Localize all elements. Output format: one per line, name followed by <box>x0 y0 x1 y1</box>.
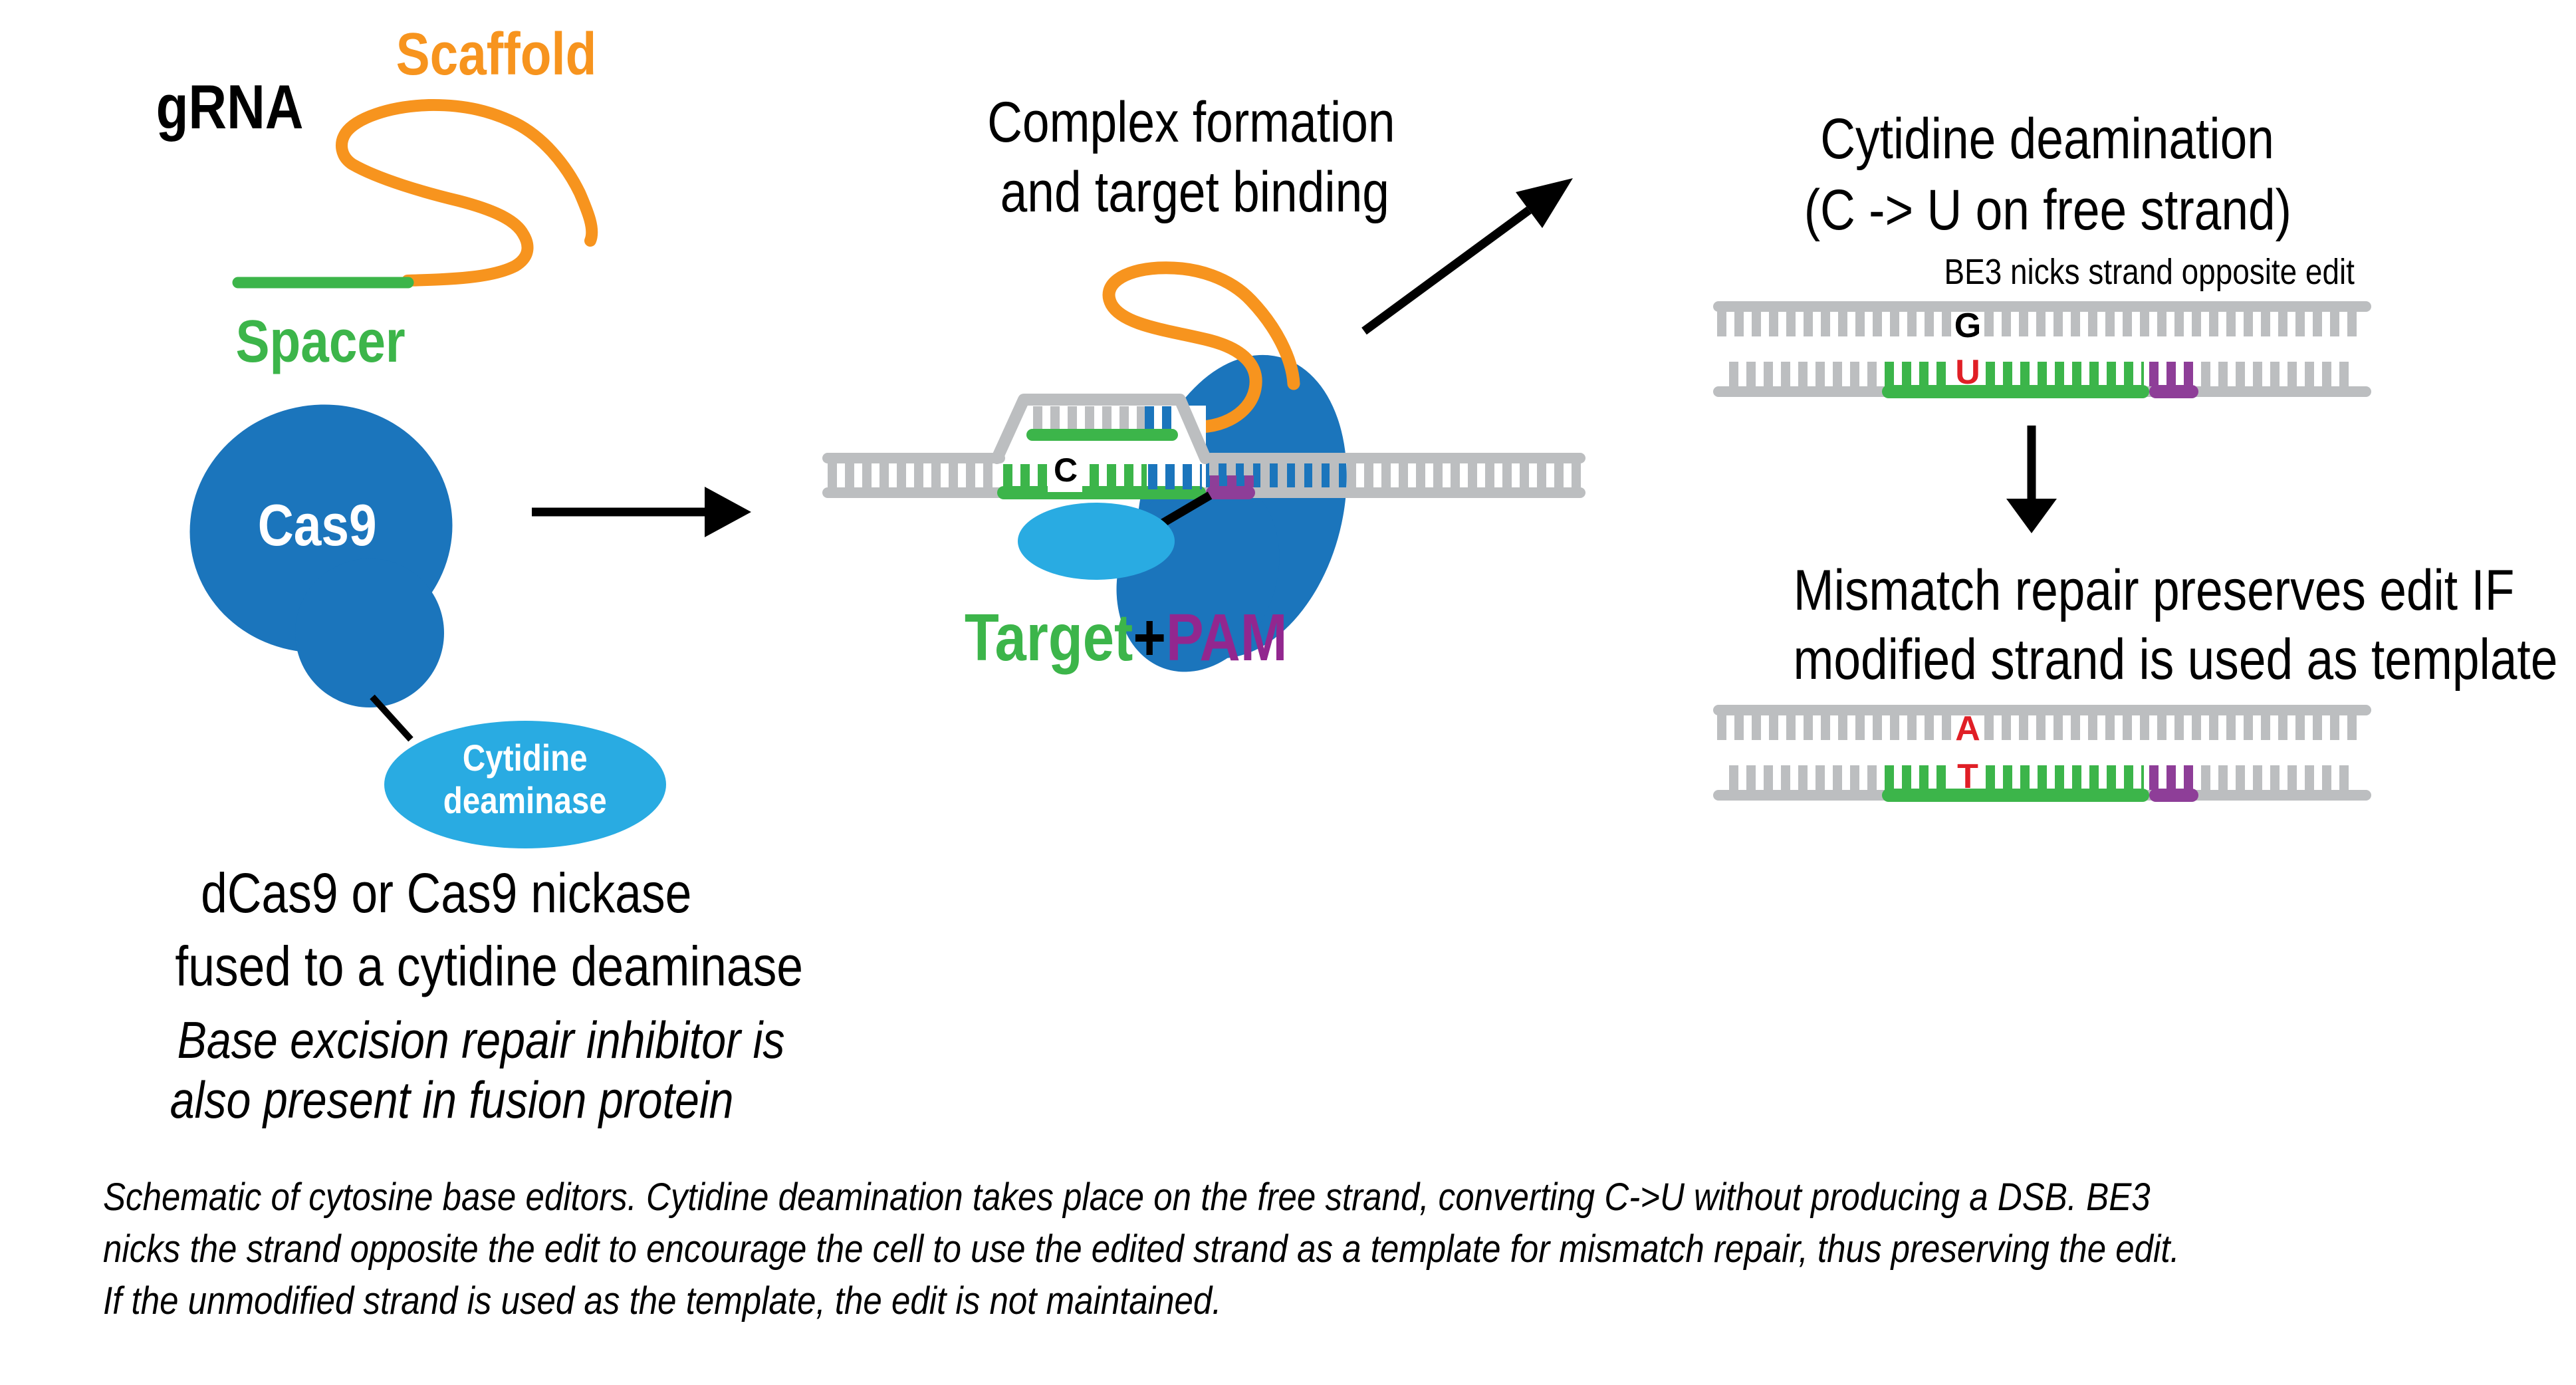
arrow-upright-icon <box>1361 178 1573 335</box>
base-u-label: U <box>1955 353 1980 392</box>
dna-bottom-strand-2 <box>1713 765 2371 802</box>
dna-top-strand-2 <box>1713 705 2371 740</box>
grna-label: gRNA <box>156 72 304 142</box>
dna-bulge <box>991 394 1211 464</box>
figure-caption: Schematic of cytosine base editors. Cyti… <box>103 1172 2463 1327</box>
arrow-right-icon <box>532 487 751 537</box>
base-a-label: A <box>1955 709 1980 748</box>
be3-note: BE3 nicks strand opposite edit <box>1944 252 2355 292</box>
scaffold-label: Scaffold <box>396 21 597 88</box>
cas9-label: Cas9 <box>257 492 377 558</box>
deaminase-label: Cytidine deaminase <box>443 737 608 821</box>
base-t-label: T <box>1957 757 1978 796</box>
complex-heading-line2: and target binding <box>1000 160 1389 224</box>
dna-bottom-strand-1 <box>1713 362 2371 398</box>
caption-line1: Schematic of cytosine base editors. Cyti… <box>103 1176 2151 1219</box>
dna-top-strand-1 <box>1713 301 2371 336</box>
fusion-caption-line2: fused to a cytidine deaminase <box>175 935 804 997</box>
fusion-link-line <box>370 694 413 742</box>
dna-duplex-right <box>1205 453 1585 487</box>
pam-backbone-purple <box>1206 486 1255 499</box>
target-pam-label: Target+PAM <box>965 600 1288 675</box>
fusion-caption-line1: dCas9 or Cas9 nickase <box>200 862 692 924</box>
spacer-label: Spacer <box>235 309 406 375</box>
deamination-heading-line2: (C -> U on free strand) <box>1804 178 2291 242</box>
base-c-label: C <box>1053 451 1078 489</box>
arrow-down-icon <box>2006 426 2057 533</box>
complex-heading-line1: Complex formation <box>987 90 1395 154</box>
complex-scaffold-curve <box>1102 261 1300 434</box>
caption-line2: nicks the strand opposite the edit to en… <box>103 1227 2180 1271</box>
mismatch-heading-line2: modified strand is used as template <box>1793 628 2558 692</box>
deamination-heading-line1: Cytidine deamination <box>1820 107 2275 171</box>
ber-note-line1: Base excision repair inhibitor is <box>177 1011 785 1069</box>
deaminase-blob <box>384 721 666 848</box>
dna-bottom-teeth <box>1003 460 1254 492</box>
base-g-label: G <box>1954 307 1982 345</box>
mismatch-heading-line1: Mismatch repair preserves edit IF <box>1793 559 2515 622</box>
cas9-blob <box>189 404 453 707</box>
spacer-bar-in-bulge <box>1026 429 1178 441</box>
caption-line3: If the unmodified strand is used as the … <box>103 1279 1222 1322</box>
ber-note-line2: also present in fusion protein <box>170 1070 734 1129</box>
complex-deaminase-blob <box>1018 503 1175 580</box>
scaffold-curve <box>336 98 598 287</box>
dna-duplex-left <box>822 453 1005 487</box>
